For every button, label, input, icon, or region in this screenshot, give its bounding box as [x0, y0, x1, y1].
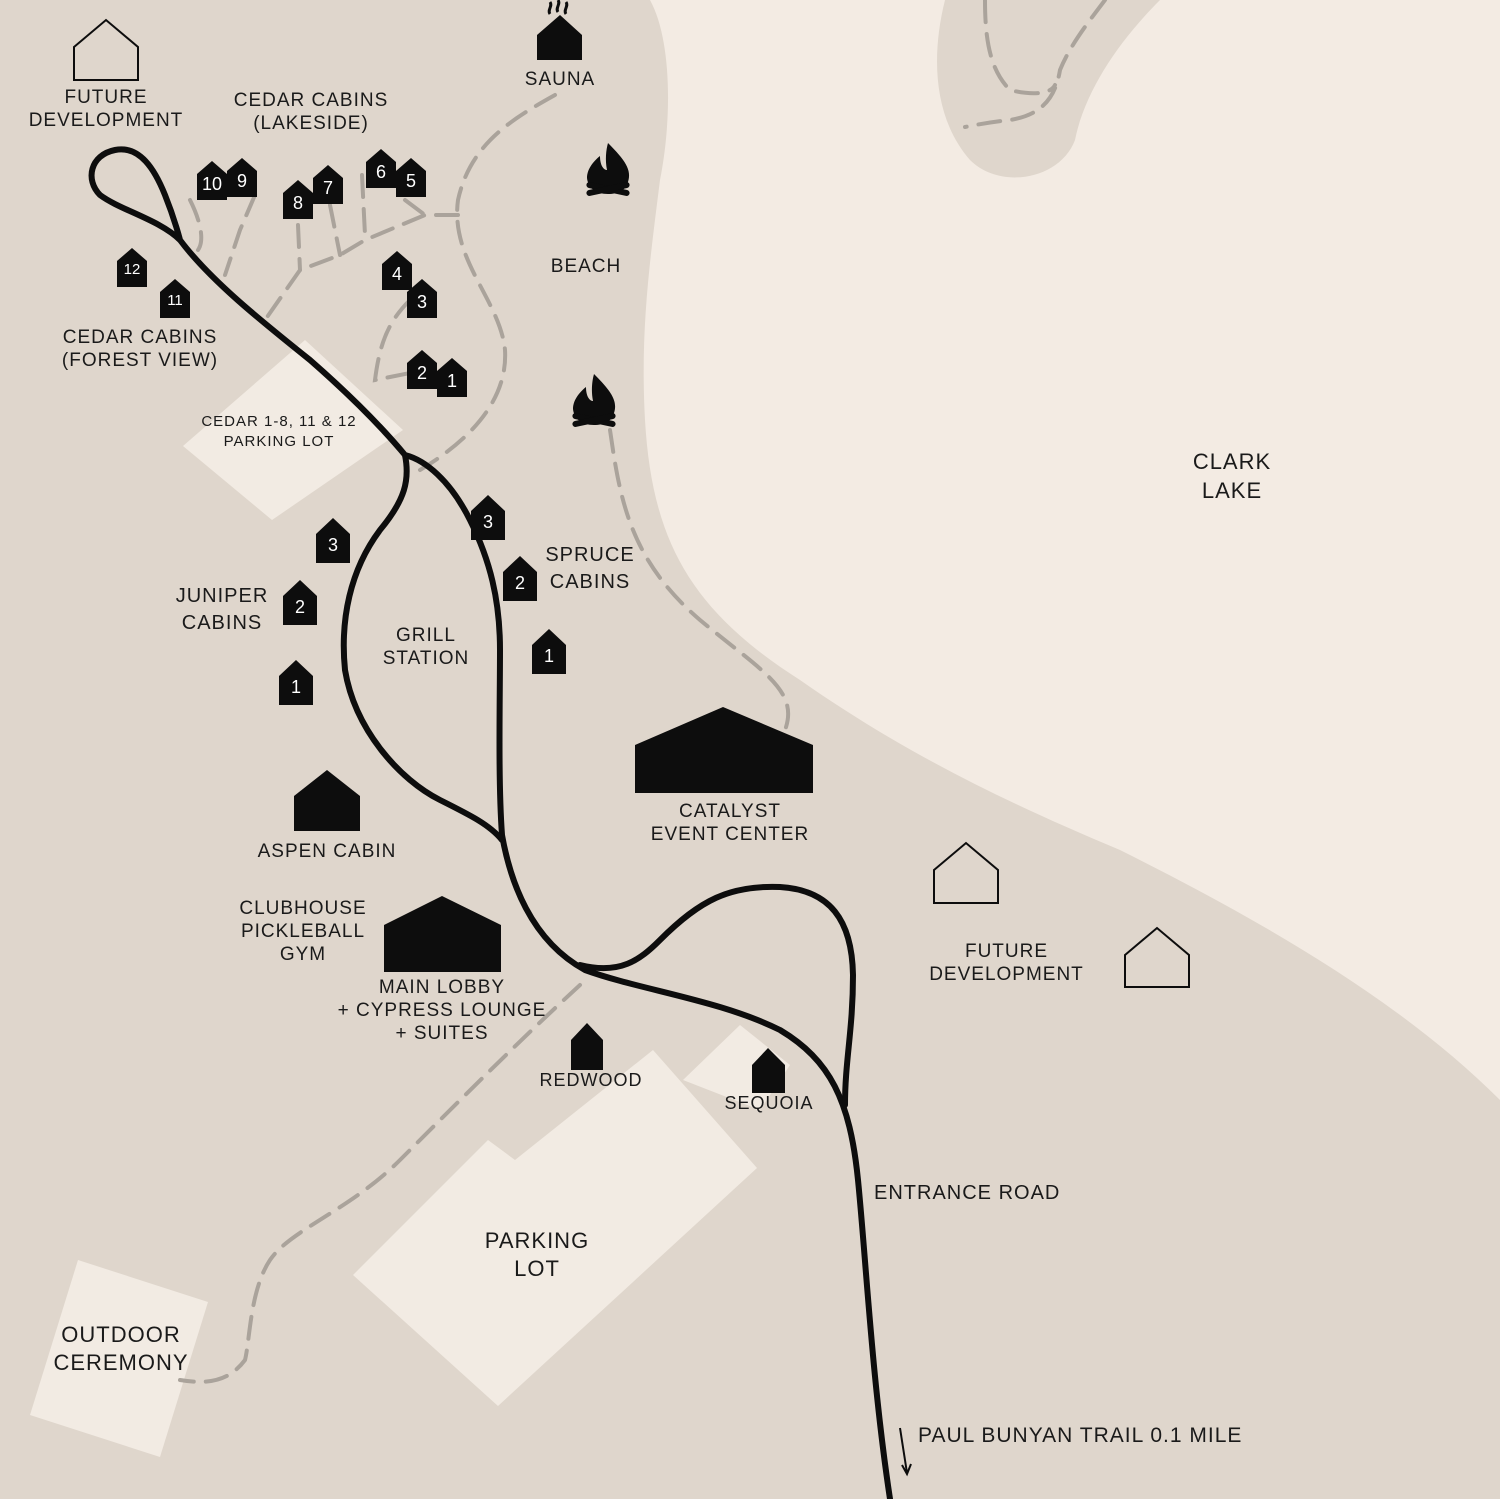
cabin-number: 8	[292, 193, 303, 213]
cedar-cabin-2[interactable]: 2	[407, 346, 437, 392]
juniper-cabin-1[interactable]: 1	[279, 657, 313, 705]
cabin-number: 3	[482, 512, 493, 532]
cedar-cabin-6[interactable]: 6	[366, 145, 396, 191]
sauna-label: SAUNA	[524, 69, 596, 90]
cabin-number: 3	[327, 535, 338, 555]
redwood-building	[571, 1023, 603, 1070]
cedar-parking-area	[183, 340, 403, 520]
cabin-number: 1	[543, 646, 554, 666]
aspen-cabin-building	[294, 770, 360, 831]
house-outline-icon	[73, 18, 1190, 988]
cabin-number: 6	[375, 162, 386, 182]
grill-loop-road	[340, 452, 505, 843]
main-parking-area	[353, 1050, 757, 1406]
catalyst-event-center-building	[635, 707, 813, 793]
roads	[88, 146, 893, 1499]
sauna-building	[537, 15, 582, 60]
cabin-number: 2	[294, 597, 305, 617]
juniper-cabin-2[interactable]: 2	[283, 577, 317, 625]
cedar-cabin-8[interactable]: 8	[283, 176, 313, 222]
arrow-down-icon	[899, 1427, 912, 1477]
aspen-cabin-label: ASPEN CABIN	[257, 841, 397, 862]
entrance-road	[88, 146, 893, 1499]
cedar-cabin-3[interactable]: 3	[407, 275, 437, 321]
sequoia-building	[752, 1048, 785, 1093]
cabin-number: 7	[322, 178, 333, 198]
cabin-number: 2	[514, 573, 525, 593]
cabin-number: 2	[416, 363, 427, 383]
cedar-cabin-9[interactable]: 9	[227, 154, 257, 200]
cabin-number: 4	[391, 264, 402, 284]
cabin-number: 12	[123, 261, 141, 278]
spruce-cabin-2[interactable]: 2	[503, 553, 537, 601]
cedar-lakeside-label: CEDAR CABINS(LAKESIDE)	[233, 90, 389, 135]
cedar-cabin-5[interactable]: 5	[396, 154, 426, 200]
campfire-icon	[586, 143, 630, 196]
cedar-cabin-4[interactable]: 4	[382, 247, 412, 293]
ceremony-area	[30, 1260, 208, 1457]
main-lobby-building	[384, 896, 501, 972]
event-loop-road	[577, 883, 857, 1108]
spruce-cabin-3[interactable]: 3	[471, 492, 505, 540]
sequoia-label: SEQUOIA	[724, 1093, 814, 1113]
cabin-number: 1	[290, 677, 301, 697]
cabin-number: 3	[416, 292, 427, 312]
campfire-icon	[572, 374, 616, 427]
cabin-number: 9	[236, 171, 247, 191]
cedar-cabin-10[interactable]: 10	[197, 157, 227, 203]
cabin-number: 10	[201, 174, 223, 194]
cedar-cabin-12[interactable]: 12	[117, 244, 147, 290]
main-lobby-label: MAIN LOBBY+ CYPRESS LOUNGE+ SUITES	[337, 977, 547, 1045]
cedar-cabin-7[interactable]: 7	[313, 161, 343, 207]
entrance-road-label: ENTRANCE ROAD	[874, 1182, 1061, 1204]
cabin-number: 1	[446, 371, 457, 391]
cabin-number: 11	[167, 292, 183, 309]
cabin-number: 5	[405, 171, 416, 191]
spruce-cabin-1[interactable]: 1	[532, 626, 566, 674]
cedar-cabin-1[interactable]: 1	[437, 354, 467, 400]
trails	[178, 0, 1107, 1384]
juniper-cabin-3[interactable]: 3	[316, 515, 350, 563]
cedar-cabin-11[interactable]: 11	[160, 275, 190, 321]
paul-bunyan-trail-label: PAUL BUNYAN TRAIL 0.1 MILE	[918, 1424, 1243, 1447]
redwood-label: REDWOOD	[539, 1070, 643, 1090]
beach-label: BEACH	[550, 256, 622, 277]
cedar-forest-view-label: CEDAR CABINS(FOREST VIEW)	[61, 327, 219, 372]
sauna-steam	[547, 0, 569, 15]
